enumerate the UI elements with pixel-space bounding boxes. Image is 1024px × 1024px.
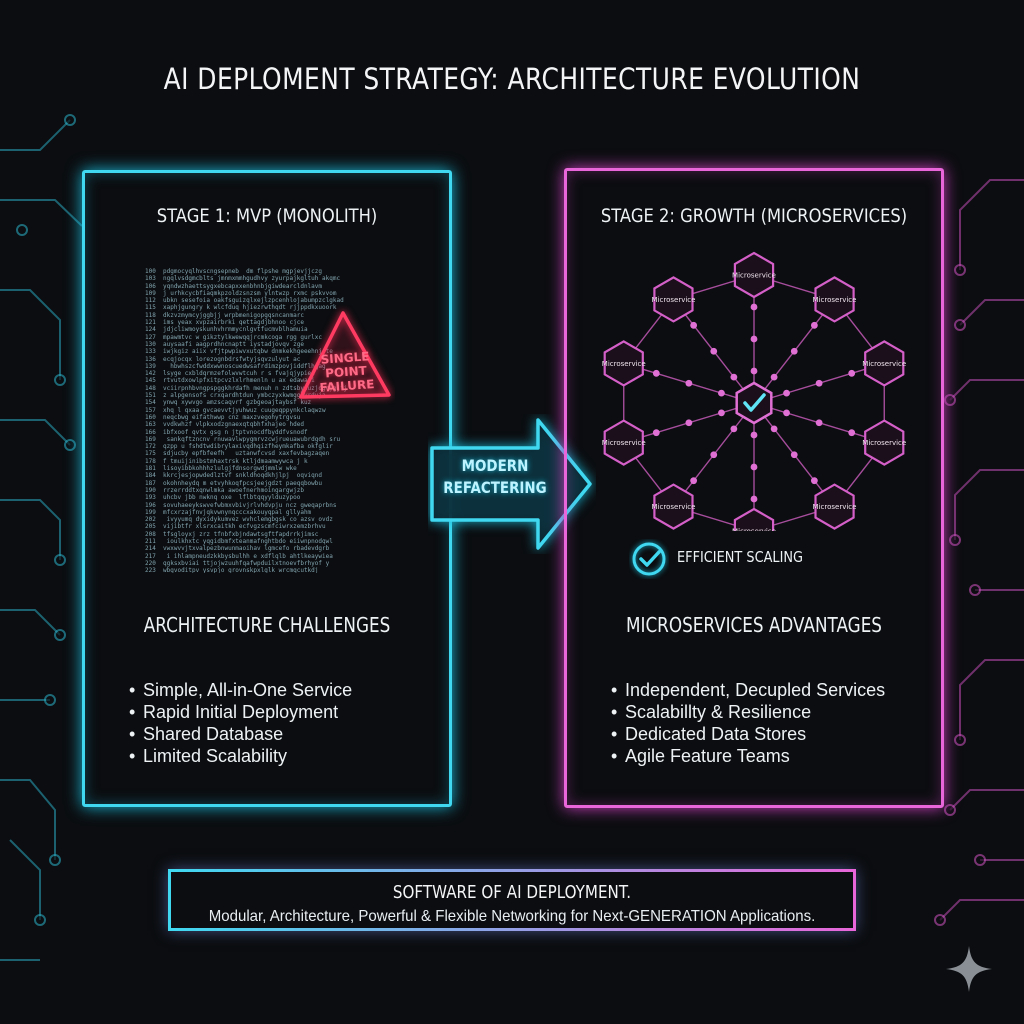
network-dot	[750, 335, 758, 343]
network-dot	[718, 389, 725, 397]
microservice-node-label: Microservice	[813, 296, 857, 304]
network-dot	[750, 431, 758, 439]
microservice-node: Microservice	[732, 507, 776, 532]
list-item: Rapid Initial Deployment	[129, 701, 352, 723]
network-dot	[810, 321, 818, 329]
network-dot	[690, 321, 698, 329]
microservice-node-label: Microservice	[862, 439, 906, 447]
footer-title: SOFTWARE OF AI DEPLOYMENT.	[392, 882, 632, 903]
microservices-network-diagram: MicroserviceMicroserviceMicroserviceMicr…	[602, 251, 906, 532]
network-dot	[652, 369, 660, 377]
microservices-panel: STAGE 2: GROWTH (MICROSERVICES) Microser…	[564, 168, 944, 808]
network-dot	[750, 495, 758, 503]
list-item: Agile Feature Teams	[611, 745, 885, 767]
network-dot	[810, 477, 818, 485]
warning-triangle-icon	[299, 311, 391, 399]
microservice-node: Microservice	[813, 483, 857, 530]
microservice-node-label: Microservice	[813, 503, 857, 511]
stage-1-title: STAGE 1: MVP (MONOLITH)	[156, 205, 378, 227]
monolith-panel: STAGE 1: MVP (MONOLITH) 100 pdgmocyqlhvs…	[82, 170, 452, 807]
network-dot	[730, 373, 738, 381]
list-item: Independent, Decupled Services	[611, 679, 885, 701]
efficient-scaling-label: EFFICIENT SCALING	[677, 548, 804, 566]
challenges-list: Simple, All-in-One Service Rapid Initial…	[129, 679, 352, 767]
microservice-node: Microservice	[813, 276, 857, 323]
microservice-node-label: Microservice	[602, 439, 646, 447]
microservice-node: Microservice	[862, 419, 906, 466]
microservice-node-label: Microservice	[862, 360, 906, 368]
footer-banner: SOFTWARE OF AI DEPLOYMENT. Modular, Arch…	[168, 869, 856, 931]
microservice-node-label: Microservice	[652, 503, 696, 511]
list-item: Scalabillty & Resilience	[611, 701, 885, 723]
stage-2-title: STAGE 2: GROWTH (MICROSERVICES)	[600, 205, 908, 227]
network-dot	[790, 347, 798, 355]
network-dot	[815, 379, 823, 387]
network-dot	[750, 303, 758, 311]
network-dot	[718, 409, 725, 417]
network-dot	[770, 373, 778, 381]
network-dot	[750, 463, 758, 471]
network-dot	[848, 429, 856, 437]
checkmark-icon	[632, 542, 666, 576]
modern-refactoring-label: MODERN REFACTERING	[440, 455, 549, 499]
list-item: Limited Scalability	[129, 745, 352, 767]
transition-line-2: REFACTERING	[443, 478, 547, 497]
network-dot	[783, 409, 790, 417]
list-item: Shared Database	[129, 723, 352, 745]
page-title: AI DEPLOMENT STRATEGY: ARCHITECTURE EVOL…	[163, 62, 861, 96]
network-dot	[750, 367, 758, 375]
list-item: Dedicated Data Stores	[611, 723, 885, 745]
microservice-node: Microservice	[862, 340, 906, 387]
microservice-node-label: Microservice	[602, 360, 646, 368]
microservice-node-label: Microservice	[652, 296, 696, 304]
central-hub-node	[735, 381, 773, 425]
sparkle-icon	[946, 946, 992, 992]
architecture-challenges-title: ARCHITECTURE CHALLENGES	[143, 613, 391, 637]
network-dot	[815, 419, 823, 427]
microservices-advantages-title: MICROSERVICES ADVANTAGES	[626, 613, 882, 637]
network-dot	[848, 369, 856, 377]
network-dot	[685, 379, 693, 387]
microservice-node: Microservice	[652, 276, 696, 323]
checkmark-icon	[743, 393, 766, 412]
footer-subtitle: Modular, Architecture, Powerful & Flexib…	[208, 908, 816, 925]
microservice-node: Microservice	[602, 419, 646, 466]
list-item: Simple, All-in-One Service	[129, 679, 352, 701]
network-dot	[685, 419, 693, 427]
network-dot	[652, 429, 660, 437]
microservice-node: Microservice	[732, 251, 776, 299]
network-dot	[783, 389, 790, 397]
microservice-node: Microservice	[602, 340, 646, 387]
network-dot	[790, 451, 798, 459]
monolith-code-block: 100 pdgmocyqlhvscngsepneb dm flpshe mgpj…	[145, 268, 347, 573]
single-point-failure-label: SINGLE POINT FAILURE	[312, 349, 381, 396]
network-dot	[690, 477, 698, 485]
transition-line-1: MODERN	[461, 456, 529, 475]
microservice-node-label: Microservice	[732, 272, 776, 280]
microservice-node-label: Microservice	[732, 528, 776, 532]
network-dot	[730, 425, 738, 433]
network-dot	[710, 451, 718, 459]
network-dot	[770, 425, 778, 433]
microservice-node: Microservice	[652, 483, 696, 530]
network-dot	[710, 347, 718, 355]
advantages-list: Independent, Decupled Services Scalabill…	[611, 679, 885, 767]
